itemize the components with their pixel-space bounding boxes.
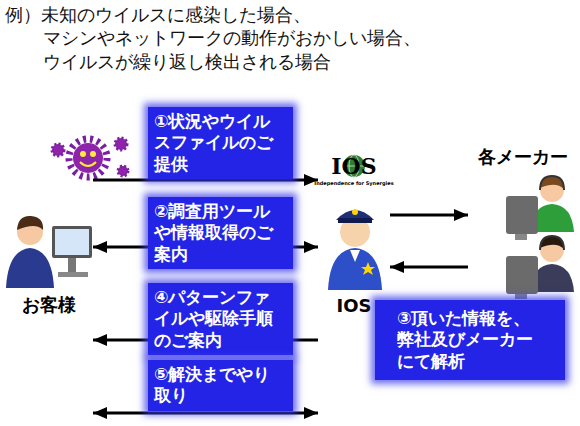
small-virus — [118, 166, 128, 176]
monitor-screen — [55, 229, 89, 255]
arrow-connector — [390, 214, 468, 217]
monitor-back — [506, 196, 538, 234]
operator-icon — [506, 176, 574, 240]
node-label: IOS — [331, 154, 376, 178]
operator-hair — [540, 176, 564, 189]
operator-hair — [540, 236, 564, 249]
virus-spikes — [69, 139, 107, 177]
node-box: IOSIndependence for Synergies — [318, 150, 390, 195]
monitor-stand — [515, 234, 527, 240]
monitor-back — [506, 256, 538, 294]
edge-label-box: ④パターンファイルや駆除手順のご案内 — [148, 283, 293, 355]
edge-label-box: ①状況やウイルスファイルのご提供 — [148, 107, 293, 179]
virus-eye — [80, 151, 86, 157]
cap-emblem — [352, 209, 358, 215]
node-label: お客様 — [22, 295, 76, 315]
monitor-stand — [515, 294, 527, 299]
police-body — [328, 248, 382, 290]
monitor-base — [58, 272, 88, 277]
headset — [540, 176, 564, 190]
person-hair — [17, 216, 43, 230]
headset — [540, 236, 564, 250]
diagram-title: 例）未知のウイルスに感染した場合、 マシンやネットワークの動作がおかしい場合、 … — [5, 3, 575, 73]
virus-body — [73, 143, 103, 173]
arrow-connector — [93, 179, 318, 182]
operator-icon — [506, 236, 574, 299]
note-box: ③頂いた情報を、弊社及びメーカーにて解析 — [375, 300, 565, 380]
monitor-stand — [68, 258, 76, 272]
node-box: お客様 — [5, 145, 93, 425]
small-virus — [52, 144, 64, 156]
person-body — [6, 248, 54, 288]
edge-label-box: ⑤解決までやり取り — [148, 360, 293, 411]
arrow-connector — [93, 412, 318, 415]
customer-icon — [6, 216, 92, 288]
police-badge — [361, 262, 375, 275]
virus-mouth — [80, 162, 96, 166]
node-box: 各メーカー — [468, 145, 578, 295]
node-label: 各メーカー — [478, 147, 568, 167]
node-label: IOS — [337, 296, 372, 316]
police-collar — [350, 250, 360, 262]
node-label: Independence for Synergies — [314, 181, 393, 187]
edge-label-box: ②調査用ツールや情報取得のご案内 — [148, 197, 293, 269]
virus-icon — [52, 138, 128, 177]
small-virus — [115, 138, 127, 150]
monitor-frame — [52, 226, 92, 258]
police-cap-brim — [338, 218, 372, 223]
police-icon — [328, 209, 382, 290]
arrow-connector — [390, 266, 468, 269]
virus-eye — [90, 151, 96, 157]
